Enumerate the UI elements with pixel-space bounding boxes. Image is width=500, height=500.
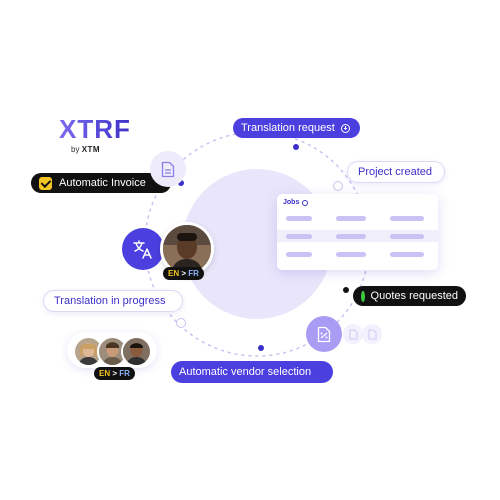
project-created-label: Project created	[358, 166, 432, 178]
target-language: FR	[119, 369, 130, 378]
plus-circle-icon	[340, 123, 350, 133]
logo-byline: by XTM	[71, 145, 131, 154]
source-language: EN	[168, 269, 180, 278]
translation-in-progress-label: Translation in progress	[54, 295, 166, 307]
logo-by: by	[71, 145, 80, 154]
logo-by-brand: XTM	[81, 145, 101, 154]
translation-in-progress-pill: Translation in progress	[43, 290, 183, 312]
vendor-avatar	[121, 336, 152, 367]
translation-request-pill: Translation request	[233, 118, 360, 138]
orbit-dot	[343, 287, 349, 293]
invoice-document-bubble	[306, 316, 342, 352]
check-icon	[39, 176, 52, 190]
target-language: FR	[188, 269, 199, 278]
project-created-pill: Project created	[347, 161, 445, 183]
automatic-vendor-selection-pill: Automatic vendor selection	[171, 361, 333, 383]
orbit-dot	[293, 144, 299, 150]
quotes-requested-label: Quotes requested	[370, 290, 458, 302]
xtrf-logo: XTRF by XTM	[59, 115, 131, 154]
jobs-row	[277, 230, 438, 242]
vendor-avatars-group	[67, 332, 157, 368]
orbit-dot	[178, 180, 184, 186]
document-icon-bubble	[343, 324, 363, 344]
orbit-ring	[176, 318, 186, 328]
plus-circle-icon	[302, 199, 309, 206]
jobs-row	[277, 212, 438, 224]
orbit-dot	[258, 345, 264, 351]
automatic-invoice-label: Automatic Invoice	[59, 177, 146, 189]
orbit-ring	[333, 181, 343, 191]
invoice-document-icon	[317, 326, 331, 342]
jobs-card: Jobs	[277, 194, 438, 270]
translate-icon-bubble	[122, 228, 164, 270]
document-icon-bubble	[150, 151, 186, 187]
translate-icon	[133, 240, 152, 259]
source-language: EN	[99, 369, 111, 378]
quotes-requested-pill: Quotes requested	[353, 286, 466, 306]
document-icon	[349, 329, 357, 339]
automatic-vendor-selection-label: Automatic vendor selection	[179, 366, 312, 378]
language-pair-badge: EN > FR	[163, 267, 204, 280]
language-pair-badge: EN > FR	[94, 367, 135, 380]
jobs-title: Jobs	[283, 199, 309, 206]
jobs-title-label: Jobs	[283, 199, 300, 206]
language-separator: >	[110, 369, 120, 378]
language-separator: >	[179, 269, 189, 278]
green-status-dot	[361, 290, 365, 302]
logo-brand: XTRF	[59, 114, 131, 144]
translation-request-label: Translation request	[241, 122, 335, 134]
jobs-row	[277, 248, 438, 260]
document-icon	[368, 329, 376, 339]
automatic-invoice-pill: Automatic Invoice	[31, 173, 171, 193]
document-icon-bubble	[362, 324, 382, 344]
document-icon	[161, 161, 175, 177]
